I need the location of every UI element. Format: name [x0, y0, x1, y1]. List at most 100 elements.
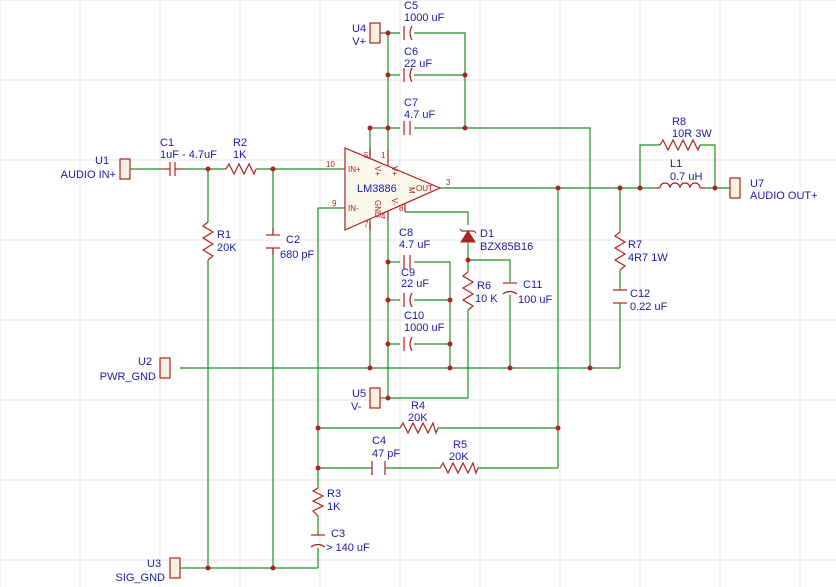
resistor-r5: R5 20K [439, 439, 479, 475]
capacitor-c10: C10 1000 uF [403, 310, 445, 352]
capacitor-c10-ref: C10 [404, 310, 424, 322]
connector-u3-ref: U3 [147, 558, 161, 570]
zener-diode-d1-ref: D1 [480, 228, 494, 240]
resistor-r1: R1 20K [201, 221, 237, 261]
resistor-r4: R4 20K [399, 400, 439, 435]
resistor-r6-value: 10 K [475, 293, 498, 305]
resistor-r5-value: 20K [449, 451, 469, 463]
capacitor-c4-ref: C4 [372, 435, 386, 447]
opamp-pin-num-7: 7 [364, 220, 369, 229]
capacitor-c7-ref: C7 [404, 97, 418, 109]
capacitor-c4: C4 47 pF [371, 435, 400, 475]
resistor-r8-value: 10R 3W [672, 128, 712, 140]
junctions [205, 30, 718, 571]
resistor-r1-value: 20K [217, 242, 237, 254]
resistor-r3: R3 1K [311, 487, 341, 517]
inductor-l1: L1 0.7 uH [655, 158, 705, 189]
opamp-pin-out: OUT [416, 184, 433, 193]
opamp-pin-num-4: 4 [381, 212, 386, 221]
opamp-pin-num-1: 1 [381, 151, 386, 160]
connector-u2-name: PWR_GND [100, 371, 156, 383]
opamp-pin-in-minus: IN- [348, 204, 359, 213]
wires [130, 32, 730, 569]
connector-u7: U7 AUDIO OUT+ [729, 177, 818, 202]
resistor-r7-value: 4R7 1W [628, 252, 668, 264]
opamp-pin-vminus: V- [390, 198, 399, 206]
capacitor-c11-value: 100 uF [518, 294, 553, 306]
capacitor-c7-value: 4.7 uF [404, 109, 435, 121]
capacitor-c6-ref: C6 [404, 46, 418, 58]
opamp-pin-gnd: GND [373, 200, 382, 218]
connector-u3: U3 SIG_GND [115, 557, 181, 584]
resistor-r2: R2 1K [225, 137, 257, 176]
capacitor-c7: C7 4.7 uF [403, 97, 435, 135]
inductor-l1-ref: L1 [670, 158, 682, 170]
capacitor-c12: C12 0.22 uF [613, 288, 668, 313]
connector-u3-name: SIG_GND [115, 572, 165, 584]
opamp-pin-num-10: 10 [326, 160, 335, 169]
opamp-pin-num-8: 8 [399, 204, 404, 213]
connector-u7-ref: U7 [750, 178, 764, 190]
opamp-pin-num-3: 3 [446, 178, 451, 187]
connector-u1: U1 AUDIO IN+ [61, 155, 131, 181]
resistor-r4-value: 20K [408, 412, 428, 424]
resistor-r8: R8 10R 3W [659, 116, 712, 152]
connector-u4: U4 V+ [352, 22, 381, 48]
resistor-r3-value: 1K [327, 501, 341, 513]
capacitor-c3-ref: C3 [331, 528, 345, 540]
capacitor-c5: C5 1000 uF [403, 0, 445, 41]
capacitor-c1: C1 1uF - 4.7uF [160, 137, 217, 176]
capacitor-c9: C9 22 uF [401, 267, 429, 308]
opamp-lm3886: IN+ IN- OUT V+ V+ GND V- M LM3886 10 9 5… [326, 147, 451, 231]
opamp-pin-num-5: 5 [364, 151, 369, 160]
capacitor-c8-ref: C8 [399, 227, 413, 239]
resistor-r1-ref: R1 [217, 229, 231, 241]
connector-u1-name: AUDIO IN+ [61, 169, 116, 181]
capacitor-c11: C11 100 uF [502, 279, 553, 306]
opamp-name: LM3886 [357, 183, 397, 195]
capacitor-c2: C2 680 pF [266, 228, 315, 261]
capacitor-c2-ref: C2 [286, 234, 300, 246]
zener-diode-d1: D1 BZX85B16 [459, 228, 533, 253]
resistor-r2-value: 1K [233, 149, 247, 161]
capacitor-c5-ref: C5 [404, 0, 418, 12]
capacitor-c1-value: 1uF - 4.7uF [160, 149, 217, 161]
capacitor-c10-value: 1000 uF [404, 322, 445, 334]
connector-u1-ref: U1 [95, 155, 109, 167]
resistor-r3-ref: R3 [327, 488, 341, 500]
resistor-r7: R7 4R7 1W [613, 231, 668, 271]
capacitor-c6: C6 22 uF [403, 46, 432, 83]
resistor-r6: R6 10 K [461, 271, 498, 311]
connector-u4-name: V+ [352, 36, 366, 48]
capacitor-c2-value: 680 pF [280, 249, 315, 261]
zener-diode-d1-value: BZX85B16 [480, 241, 533, 253]
capacitor-c11-ref: C11 [523, 279, 542, 291]
resistor-r6-ref: R6 [477, 280, 491, 292]
opamp-pin-vplus-2: V+ [390, 166, 399, 176]
connector-u5-name: V- [351, 401, 362, 413]
capacitor-c8-value: 4.7 uF [399, 239, 430, 251]
capacitor-c4-value: 47 pF [372, 448, 400, 460]
connector-u2: U2 PWR_GND [100, 356, 171, 383]
opamp-pin-vplus: V+ [373, 166, 382, 176]
capacitor-c8: C8 4.7 uF [399, 227, 430, 269]
connector-u5: U5 V- [351, 387, 381, 413]
capacitor-c12-value: 0.22 uF [630, 301, 668, 313]
capacitor-c9-ref: C9 [401, 267, 415, 279]
resistor-r2-ref: R2 [233, 137, 247, 149]
connector-u5-ref: U5 [352, 388, 366, 400]
capacitor-c9-value: 22 uF [401, 278, 429, 290]
capacitor-c6-value: 22 uF [404, 58, 432, 70]
capacitor-c3-value: > 140 uF [326, 542, 370, 554]
capacitor-c3: C3 > 140 uF [310, 528, 370, 554]
resistor-r7-ref: R7 [628, 239, 642, 251]
capacitor-c1-ref: C1 [160, 137, 174, 149]
resistor-r5-ref: R5 [453, 439, 467, 451]
connector-u7-name: AUDIO OUT+ [750, 190, 818, 202]
opamp-pin-num-9: 9 [332, 199, 337, 208]
inductor-l1-value: 0.7 uH [670, 171, 702, 183]
opamp-pin-m: M [407, 187, 416, 194]
resistor-r8-ref: R8 [672, 116, 686, 128]
capacitor-c5-value: 1000 uF [404, 12, 445, 24]
